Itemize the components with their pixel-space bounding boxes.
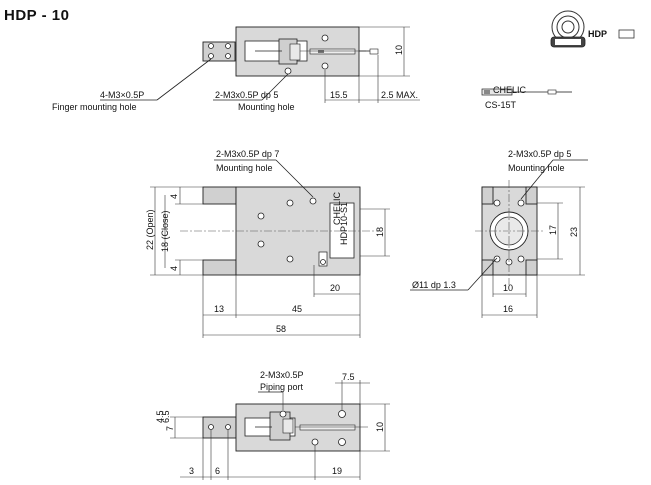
front-dim-13: 13 — [214, 304, 224, 314]
bottom-dim-3: 3 — [189, 466, 194, 476]
series-legend-icon — [550, 10, 586, 48]
top-mount-hole-label: 2-M3x0.5P dp 5 — [215, 90, 278, 100]
top-dim-10: 10 — [394, 45, 404, 55]
top-dim-2-5: 2.5 MAX. — [381, 90, 418, 100]
bottom-dim-7: 7 — [165, 426, 175, 431]
top-finger-hole-desc: Finger mounting hole — [52, 102, 137, 112]
sensor-mark: CHELIC — [493, 85, 527, 95]
sensor-label: CS-15T — [485, 100, 517, 110]
side-mount-hole-label: 2-M3x0.5P dp 5 — [508, 149, 571, 159]
front-view — [180, 186, 380, 276]
side-dim-10: 10 — [503, 283, 513, 293]
legend-swatch — [618, 29, 635, 39]
front-dim-4a: 4 — [169, 194, 179, 199]
top-dim-15-5: 15.5 — [330, 90, 348, 100]
bottom-dim-10: 10 — [375, 422, 385, 432]
top-view — [202, 26, 379, 77]
side-dim-17: 17 — [548, 225, 558, 235]
front-body-text-2: HDP10-S1 — [339, 202, 349, 245]
top-mount-hole-desc: Mounting hole — [238, 102, 295, 112]
front-dim-45: 45 — [292, 304, 302, 314]
front-dim-18: 18 — [375, 227, 385, 237]
bottom-dim-7-5: 7.5 — [342, 372, 355, 382]
side-dim-11: Ø11 dp 1.3 — [412, 280, 456, 290]
side-mount-hole-desc: Mounting hole — [508, 163, 565, 173]
bottom-port-label: 2-M3x0.5P — [260, 370, 304, 380]
sensor-cs15t — [481, 88, 572, 96]
page-title: HDP - 10 — [4, 7, 70, 24]
front-mount-hole-desc: Mounting hole — [216, 163, 273, 173]
bottom-port-desc: Piping port — [260, 382, 304, 392]
front-dim-close: 18 (Close) — [160, 210, 170, 252]
front-mount-hole-label: 2-M3x0.5P dp 7 — [216, 149, 279, 159]
top-finger-hole-label: 4-M3×0.5P — [100, 90, 144, 100]
front-dim-58: 58 — [276, 324, 286, 334]
front-dim-open: 22 (Open) — [145, 209, 155, 250]
bottom-dim-small-b: 6.5 — [161, 410, 171, 423]
front-dim-20: 20 — [330, 283, 340, 293]
front-dim-4b: 4 — [169, 266, 179, 271]
legend-model-label: HDP — [588, 29, 607, 39]
side-view — [475, 180, 545, 285]
bottom-dim-19: 19 — [332, 466, 342, 476]
bottom-dim-small-a: 4.5 — [155, 410, 165, 423]
side-dim-16: 16 — [503, 304, 513, 314]
bottom-dim-6: 6 — [215, 466, 220, 476]
side-dim-23: 23 — [569, 227, 579, 237]
front-body-text-1: CHELIC — [332, 191, 342, 225]
